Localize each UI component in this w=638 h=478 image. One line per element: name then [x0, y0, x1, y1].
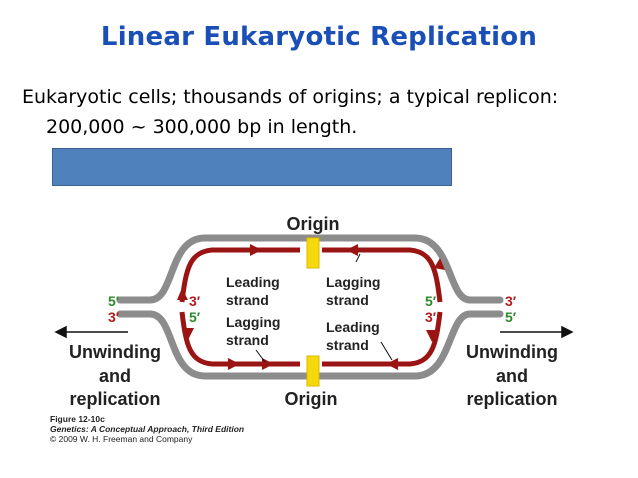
inner-right-bottom: 3′ — [425, 309, 437, 325]
arrow-left-curve-down — [183, 328, 194, 340]
arrow-top-left — [250, 244, 262, 256]
arrow-top-right — [346, 244, 358, 256]
caption-figure: Figure 12-10c — [50, 414, 105, 424]
pointer-leading-bottom — [380, 341, 393, 361]
unwinding-labels: Unwinding and replication Unwinding and … — [69, 342, 558, 409]
lagging-top-line1: Lagging — [326, 274, 380, 290]
unwinding-left-3: replication — [69, 389, 160, 409]
left-bottom-end: 3′ — [108, 309, 120, 325]
lagging-top-line2: strand — [326, 292, 369, 308]
slide-title: Linear Eukaryotic Replication — [100, 22, 538, 52]
inner-top-right-curve — [322, 247, 443, 303]
figure-caption: Figure 12-10c Genetics: A Conceptual App… — [50, 414, 244, 444]
arrow-right-curve-up — [434, 258, 445, 270]
bullet-line-1: Eukaryotic cells; thousands of origins; … — [22, 86, 559, 108]
right-bottom-end: 5′ — [505, 309, 517, 325]
arrow-bottom-left — [262, 358, 274, 370]
unwinding-right-2: and — [496, 366, 528, 386]
arrow-bottom-right — [386, 358, 398, 370]
pointer-lagging-bottom — [255, 349, 266, 363]
leading-bottom-line1: Leading — [326, 319, 380, 335]
arrow-bottom-left-2 — [228, 358, 240, 370]
bullet-text: Eukaryotic cells; thousands of origins; … — [22, 82, 622, 142]
origin-box-top — [306, 237, 320, 269]
inner-left-top: 3′ — [189, 293, 201, 309]
leading-bottom-line2: strand — [326, 337, 369, 353]
caption-book: Genetics: A Conceptual Approach, Third E… — [50, 424, 245, 434]
left-top-end: 5′ — [108, 293, 120, 309]
unwinding-right-1: Unwinding — [466, 342, 558, 362]
unwinding-right-3: replication — [466, 389, 557, 409]
unwinding-left-1: Unwinding — [69, 342, 161, 362]
bullet-line-2: 200,000 ~ 300,000 bp in length. — [46, 116, 358, 138]
origin-label-top: Origin — [287, 214, 340, 234]
inner-left-bottom: 5′ — [189, 309, 201, 325]
pointer-lagging-top — [355, 253, 361, 263]
strand-labels: Leading strand Lagging strand Lagging st… — [226, 274, 380, 353]
inner-right-top: 5′ — [425, 293, 437, 309]
unwinding-arrowhead-right — [561, 325, 574, 339]
origin-label-bottom: Origin — [285, 389, 338, 409]
arrow-left-curve-up — [177, 288, 188, 300]
leading-top-line1: Leading — [226, 274, 280, 290]
unwinding-arrowhead-left — [54, 325, 67, 339]
leading-top-line2: strand — [226, 292, 269, 308]
end-labels: 5′ 3′ 3′ 5′ 5′ 3′ 3′ 5′ — [108, 293, 517, 325]
strand-arrows — [177, 244, 445, 370]
inner-bottom-right-curve — [322, 311, 443, 367]
right-top-end: 3′ — [505, 293, 517, 309]
label-pointers — [255, 253, 393, 363]
unwinding-left-2: and — [99, 366, 131, 386]
inner-bottom-left-curve — [179, 311, 300, 367]
caption-copyright: © 2009 W. H. Freeman and Company — [50, 434, 193, 444]
blue-highlight-box — [52, 148, 452, 186]
unwinding-arrows — [54, 325, 574, 339]
lagging-bottom-line1: Lagging — [226, 314, 280, 330]
arrow-right-curve-down — [426, 330, 438, 342]
origin-box-bottom — [306, 355, 320, 387]
lagging-bottom-line2: strand — [226, 332, 269, 348]
